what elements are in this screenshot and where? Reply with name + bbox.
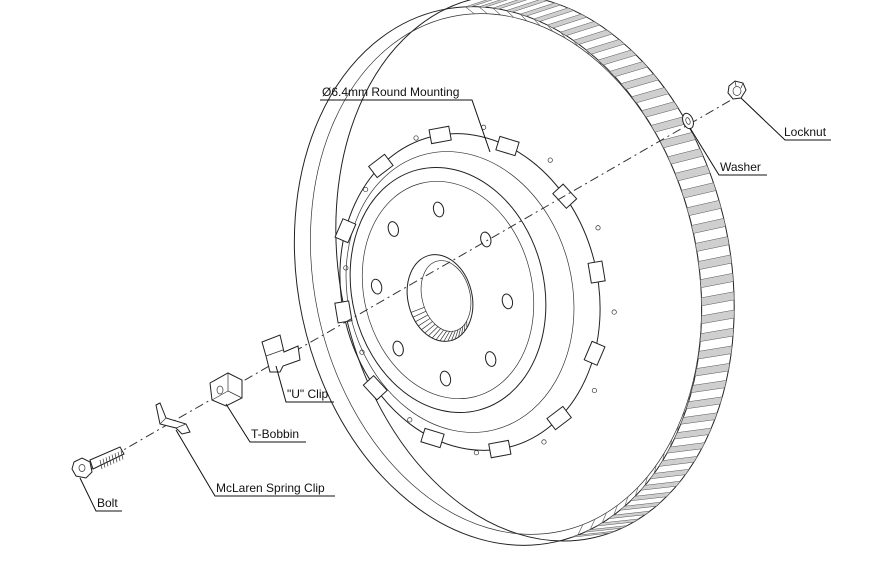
t-bobbin-label: T-Bobbin bbox=[251, 427, 299, 441]
drive-tab bbox=[429, 126, 451, 143]
vent-slot bbox=[573, 30, 612, 44]
bell-face bbox=[325, 146, 571, 433]
u-clip-label: "U" Clip bbox=[287, 387, 329, 401]
washer-part bbox=[681, 112, 696, 130]
mount-hole bbox=[592, 388, 596, 392]
vent-slot bbox=[660, 132, 696, 147]
bore-ribs bbox=[411, 307, 467, 341]
bolt-part bbox=[72, 447, 124, 478]
bore-rib bbox=[436, 330, 444, 340]
bolt-shank bbox=[90, 447, 124, 469]
vent-slot bbox=[642, 102, 679, 117]
mount-hole bbox=[542, 440, 546, 444]
mount-hole bbox=[414, 136, 418, 140]
lug-hole bbox=[432, 201, 445, 218]
mount-hole bbox=[408, 418, 412, 422]
t-bobbin-body bbox=[210, 373, 242, 406]
round-mounting-leader bbox=[320, 100, 490, 152]
lug-hole bbox=[392, 340, 405, 357]
drive-tab bbox=[421, 428, 444, 447]
washer-ring bbox=[681, 112, 696, 130]
vent-slot bbox=[700, 328, 733, 341]
vent-slot bbox=[700, 273, 733, 287]
disc-bell bbox=[307, 106, 633, 478]
round-mounting-label: Ø6.4mm Round Mounting bbox=[322, 85, 459, 99]
brake-disc bbox=[246, 0, 783, 559]
vent-slot bbox=[668, 149, 703, 164]
locknut-label: Locknut bbox=[784, 125, 827, 139]
vent-slot bbox=[695, 363, 730, 376]
vent-slot bbox=[698, 346, 732, 359]
vent-slot bbox=[681, 183, 716, 198]
vent-slot bbox=[621, 74, 658, 89]
vent-slot bbox=[681, 413, 717, 424]
drive-tab bbox=[584, 341, 605, 365]
vent-slot bbox=[701, 310, 734, 324]
vent-slot bbox=[675, 165, 710, 180]
mount-hole bbox=[612, 310, 616, 314]
lug-hole bbox=[479, 231, 492, 248]
locknut-hex bbox=[728, 81, 746, 99]
t-bobbin-part bbox=[210, 373, 242, 406]
vent-slot bbox=[651, 117, 687, 132]
vent-line bbox=[479, 7, 487, 14]
drive-tab bbox=[588, 261, 605, 283]
bore-rib bbox=[413, 311, 426, 317]
spring-clip-label: McLaren Spring Clip bbox=[216, 481, 325, 495]
vent-slot bbox=[687, 200, 721, 215]
lug-holes bbox=[370, 201, 514, 387]
vent-slot bbox=[691, 380, 726, 392]
mount-hole bbox=[596, 226, 600, 230]
mount-hole bbox=[360, 350, 364, 354]
vent-slot bbox=[598, 50, 636, 65]
lug-hole bbox=[370, 278, 383, 295]
vent-line bbox=[465, 7, 474, 14]
vent-slot bbox=[686, 397, 722, 409]
bore-rib bbox=[428, 327, 437, 336]
vent-slot bbox=[610, 62, 648, 77]
lug-hole bbox=[484, 351, 497, 368]
vent-slot bbox=[586, 39, 625, 54]
mount-hole bbox=[548, 158, 552, 162]
vent-slot bbox=[631, 492, 671, 501]
assembly-axis bbox=[80, 92, 745, 475]
spring-clip-shape bbox=[156, 403, 190, 434]
bore-rib bbox=[411, 307, 424, 312]
bore-rib bbox=[425, 324, 435, 333]
drive-tab bbox=[489, 440, 511, 457]
vent-slot bbox=[701, 292, 734, 306]
center-bore bbox=[398, 248, 481, 349]
drive-tab bbox=[496, 136, 519, 155]
vent-slot bbox=[695, 237, 729, 252]
washer-label: Washer bbox=[720, 160, 761, 174]
bolt-label: Bolt bbox=[97, 496, 118, 510]
bolt-head bbox=[72, 458, 92, 478]
lug-hole bbox=[387, 220, 400, 237]
bell-drive-ring bbox=[317, 127, 603, 457]
vent-slot bbox=[674, 428, 711, 439]
mount-hole bbox=[474, 451, 478, 455]
drive-tab bbox=[335, 219, 356, 243]
vent-slot bbox=[692, 218, 726, 233]
lug-hole bbox=[439, 370, 452, 387]
spring-clip-part bbox=[156, 403, 190, 434]
lug-hole bbox=[501, 293, 514, 310]
bore-rib bbox=[432, 329, 441, 339]
vent-slot bbox=[632, 88, 669, 103]
mounting-holes bbox=[344, 125, 617, 455]
locknut-part bbox=[728, 81, 746, 99]
vent-slot bbox=[698, 255, 731, 270]
mount-hole bbox=[363, 187, 367, 191]
vent-slot bbox=[667, 443, 705, 454]
bore-rib bbox=[440, 331, 447, 341]
